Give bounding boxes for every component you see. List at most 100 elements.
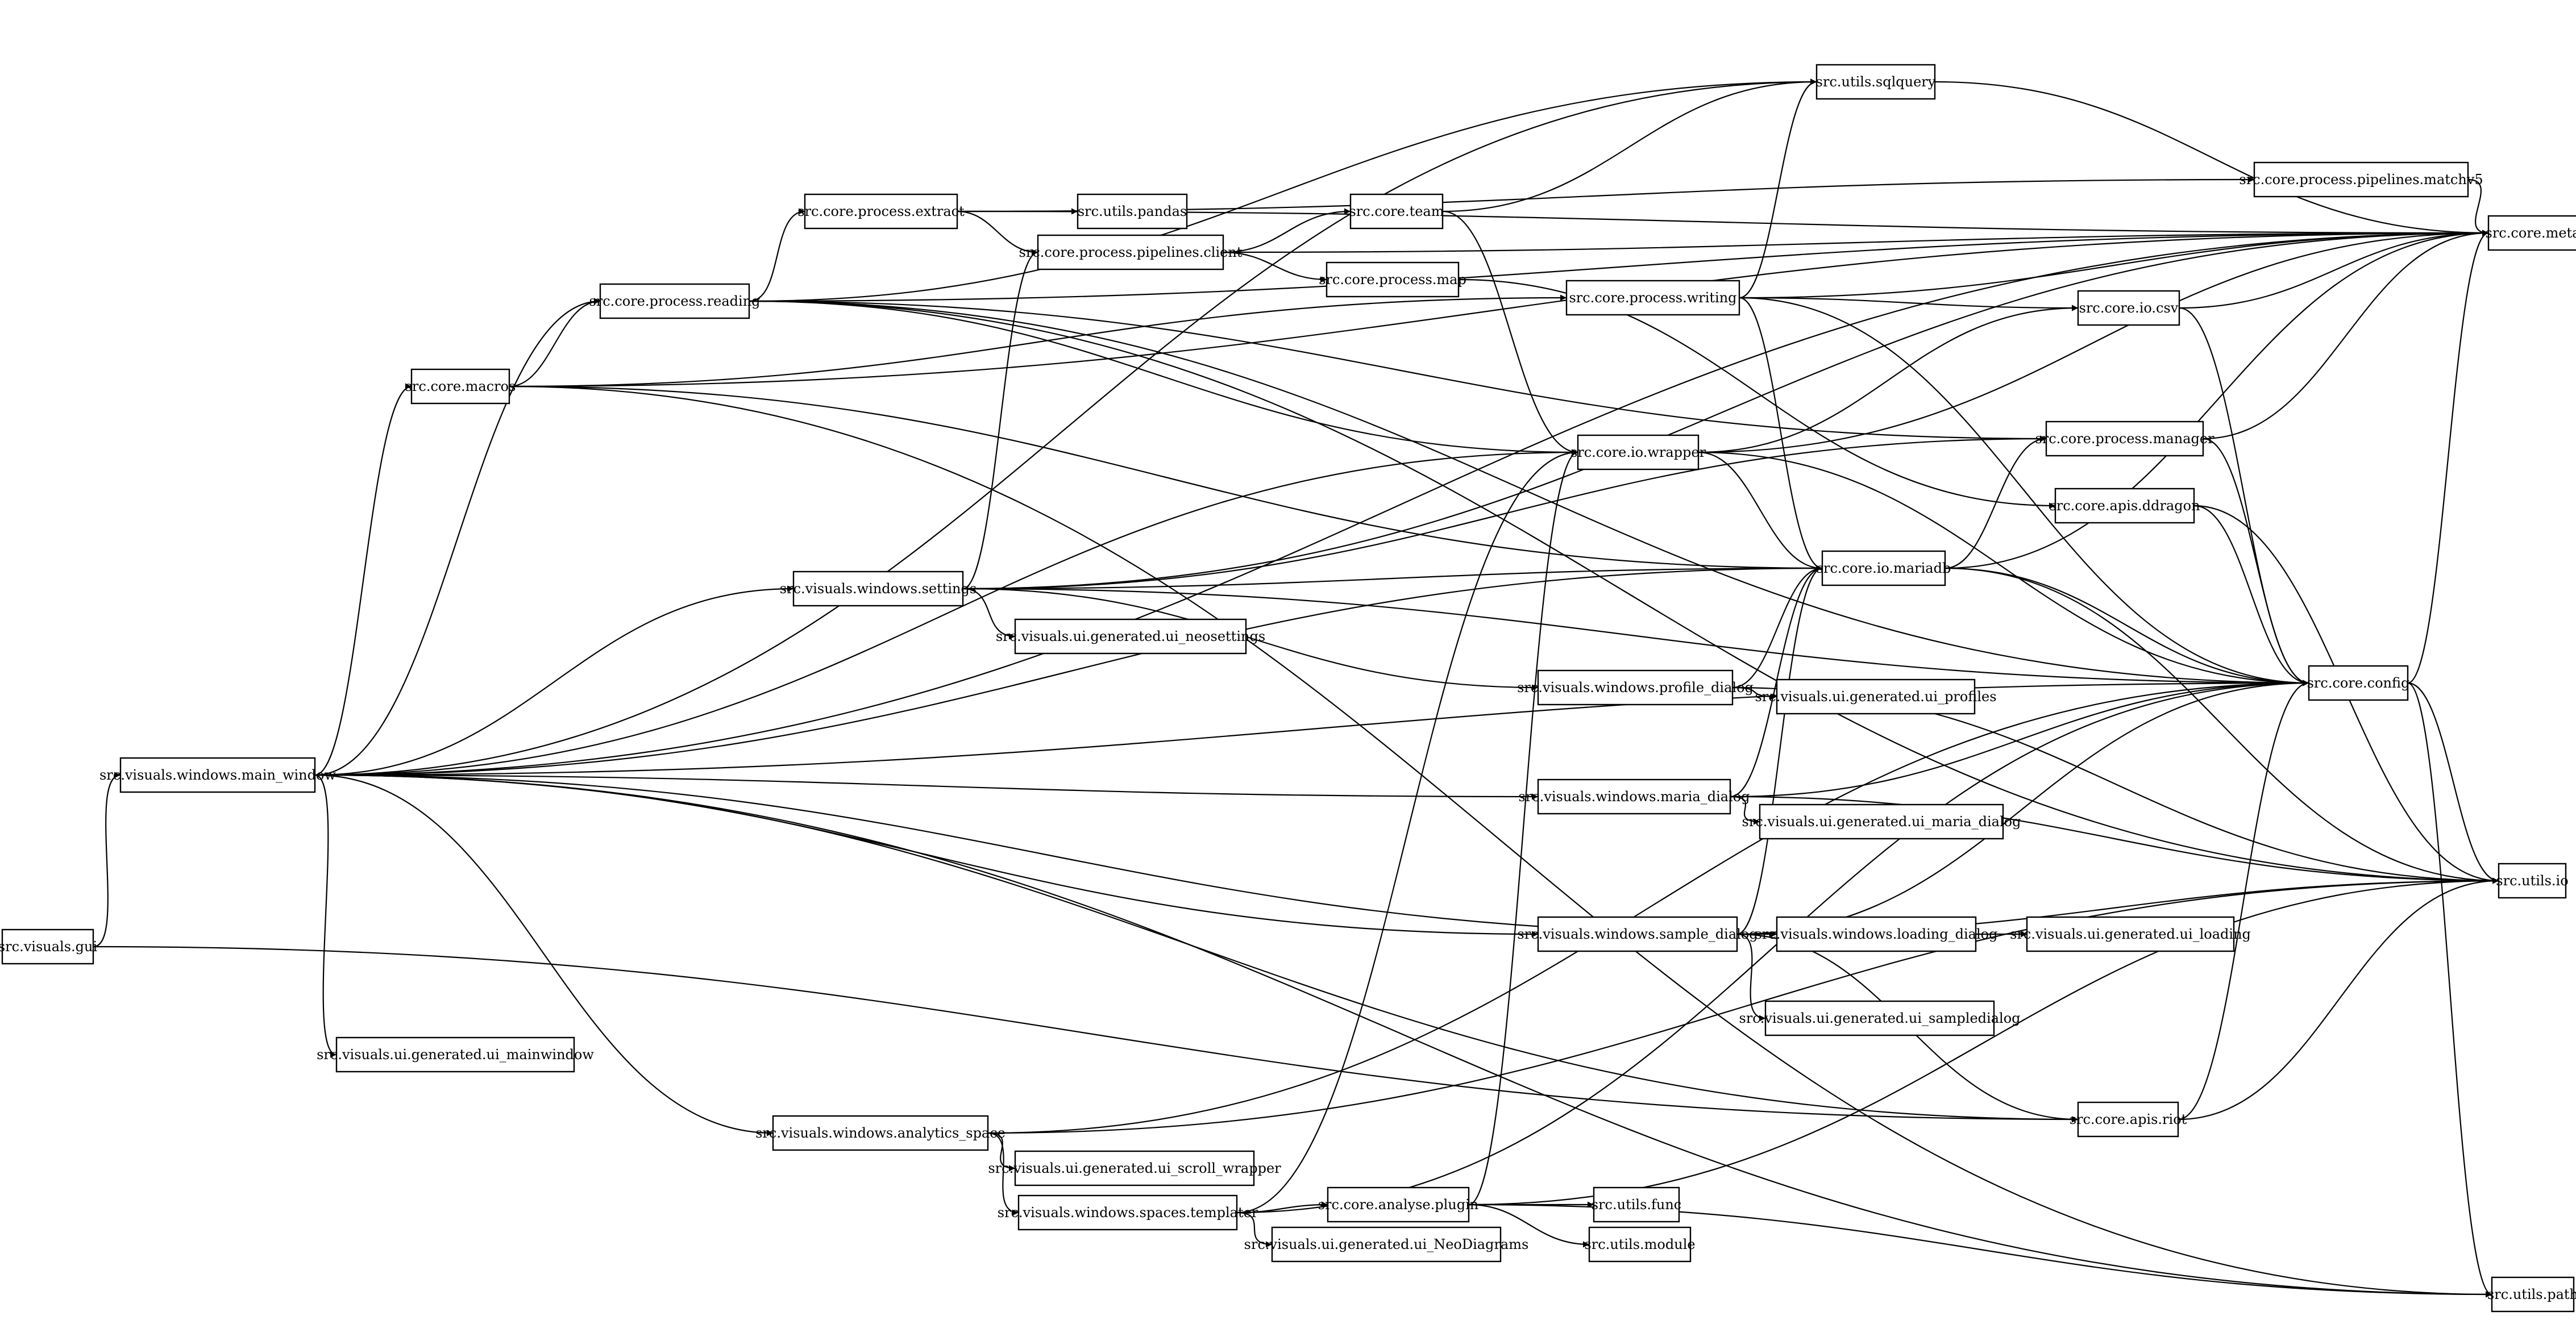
node-ui-mainwindow: src.visuals.ui.generated.ui_mainwindow [317,1036,594,1073]
node-meta: src.core.meta [2486,215,2576,251]
node-label: src.core.apis.ddragon [2049,498,2200,514]
edge-io_wrapper-to-config [1698,451,2309,686]
node-label: src.utils.io [2496,873,2568,889]
edge-macros-to-meta [509,230,2489,388]
node-box [1821,550,1946,586]
node-box [1776,678,1976,715]
node-box [2026,916,2235,952]
edge-reading-to-utils_io [749,300,2499,884]
edge-team-to-io_wrapper [1442,210,1578,456]
node-label: src.core.team [1349,203,1444,219]
node-box [2487,215,2576,251]
node-team: src.core.team [1349,193,1444,230]
node-box [1349,193,1444,230]
node-macros: src.core.macros [405,368,516,405]
edge-main_window-to-meta [314,230,2489,776]
edge-templater-to-ui_neodiagrams [1236,1211,1273,1248]
edge-writing-to-meta [1739,230,2489,299]
edge-io_csv-to-config [2179,307,2309,686]
node-main-window: src.visuals.windows.main_window [99,757,336,793]
edge-writing-to-config [1739,297,2309,686]
node-utils-path: src.utils.path [2487,1276,2576,1313]
edge-reading-to-manager [749,300,2047,442]
edge-main_window-to-sqlquery [314,78,1817,776]
node-sample-dialog: src.visuals.windows.sample_dialog [1517,916,1758,952]
edge-main_window-to-settings [314,585,794,776]
edge-gui-to-riot [93,946,2079,1123]
node-pmap: src.core.process.map [1319,261,1466,298]
node-box [1776,916,1977,952]
edge-writing-to-mariadb [1739,297,1823,572]
node-box [1037,234,1224,270]
node-label: src.core.process.pipelines.client [1019,244,1243,260]
edge-pl_client-to-meta [1223,230,2489,253]
node-label: src.visuals.ui.generated.ui_loading [2010,926,2251,942]
node-gui: src.visuals.gui [0,928,97,965]
node-writing: src.core.process.writing [1565,280,1740,316]
edge-plugin-to-io_wrapper [1468,449,1578,1206]
edge-ddragon-to-config [2193,505,2309,686]
node-label: src.visuals.windows.analytics_space [755,1125,1006,1141]
node-sqlquery: src.utils.sqlquery [1815,64,1936,100]
edge-main_window-to-maria_dialog [314,774,1539,800]
edge-mariadb-to-manager [1945,435,2047,569]
node-label: src.utils.pandas [1078,203,1187,219]
node-io-wrapper: src.core.io.wrapper [1570,434,1706,470]
node-box [2045,420,2204,457]
edge-macros-to-utils_path [509,385,2492,1298]
node-box [1815,64,1936,100]
edge-mariadb-to-config [1945,567,2309,686]
edge-settings-to-profile_dialog [962,588,1539,691]
node-ui-scroll-wrapper: src.visuals.ui.generated.ui_scroll_wrapp… [988,1150,1281,1186]
edge-manager-to-meta [2203,230,2489,440]
node-extract: src.core.process.extract [797,193,965,230]
node-ui-maria-dialog: src.visuals.ui.generated.ui_maria_dialog [1742,803,2021,840]
edge-templater-to-io_wrapper [1236,449,1578,1214]
edge-extract-to-meta [957,210,2489,236]
node-box [1014,618,1247,655]
node-box [1017,1194,1238,1231]
edge-templater-to-plugin [1236,1201,1328,1214]
edge-sample_dialog-to-mariadb [1736,565,1823,935]
edge-reading-to-config [749,300,2309,686]
node-ui-profiles: src.visuals.ui.generated.ui_profiles [1755,678,1997,715]
node-label: src.core.io.csv [2079,300,2179,316]
node-box [1014,1150,1255,1186]
node-label: src.visuals.windows.maria_dialog [1518,789,1750,805]
node-label: src.visuals.gui [0,939,97,955]
edge-gui-to-main_window [93,772,121,948]
node-box [1077,193,1188,230]
node-reading: src.core.process.reading [589,283,761,319]
edge-maria_dialog-to-utils_io [1730,796,2499,884]
node-pandas: src.utils.pandas [1077,193,1188,230]
node-label: src.visuals.windows.sample_dialog [1517,926,1758,942]
node-ui-sampledialog: src.visuals.ui.generated.ui_sampledialog [1739,1000,2021,1036]
edge-reading-to-meta [749,230,2489,302]
node-utils-io: src.utils.io [2496,863,2569,899]
edge-io_csv-to-meta [2179,230,2489,309]
edge-reading-to-sqlquery [749,78,1817,302]
edge-analytics_space-to-ui_scroll_wrapper [987,1132,1016,1172]
edge-io_wrapper-to-meta [1698,230,2489,453]
node-box [1565,280,1740,316]
edge-main_window-to-macros [314,383,412,776]
node-io-csv: src.core.io.csv [2077,290,2180,326]
edge-extract-to-pl_client [957,210,1038,256]
node-plugin: src.core.analyse.plugin [1318,1186,1479,1223]
node-label: src.visuals.windows.loading_dialog [1755,926,1998,942]
node-ui-neosettings: src.visuals.ui.generated.ui_neosettings [996,618,1265,655]
node-label: src.core.analyse.plugin [1318,1197,1479,1213]
node-label: src.utils.module [1584,1236,1695,1252]
node-box [1,928,94,965]
node-label: src.visuals.ui.generated.ui_maria_dialog [1742,814,2021,830]
node-box [1327,1186,1470,1223]
node-box [772,1115,989,1151]
node-box [335,1036,575,1073]
node-label: src.visuals.ui.generated.ui_sampledialog [1739,1010,2021,1026]
edge-settings-to-manager [962,435,2047,590]
node-analytics-space: src.visuals.windows.analytics_space [755,1115,1006,1151]
node-maria-dialog: src.visuals.windows.maria_dialog [1518,778,1750,815]
edge-main_window-to-utils_path [314,774,2492,1298]
node-label: src.core.io.mariadb [1817,560,1951,576]
edge-config-to-meta [2407,230,2489,684]
